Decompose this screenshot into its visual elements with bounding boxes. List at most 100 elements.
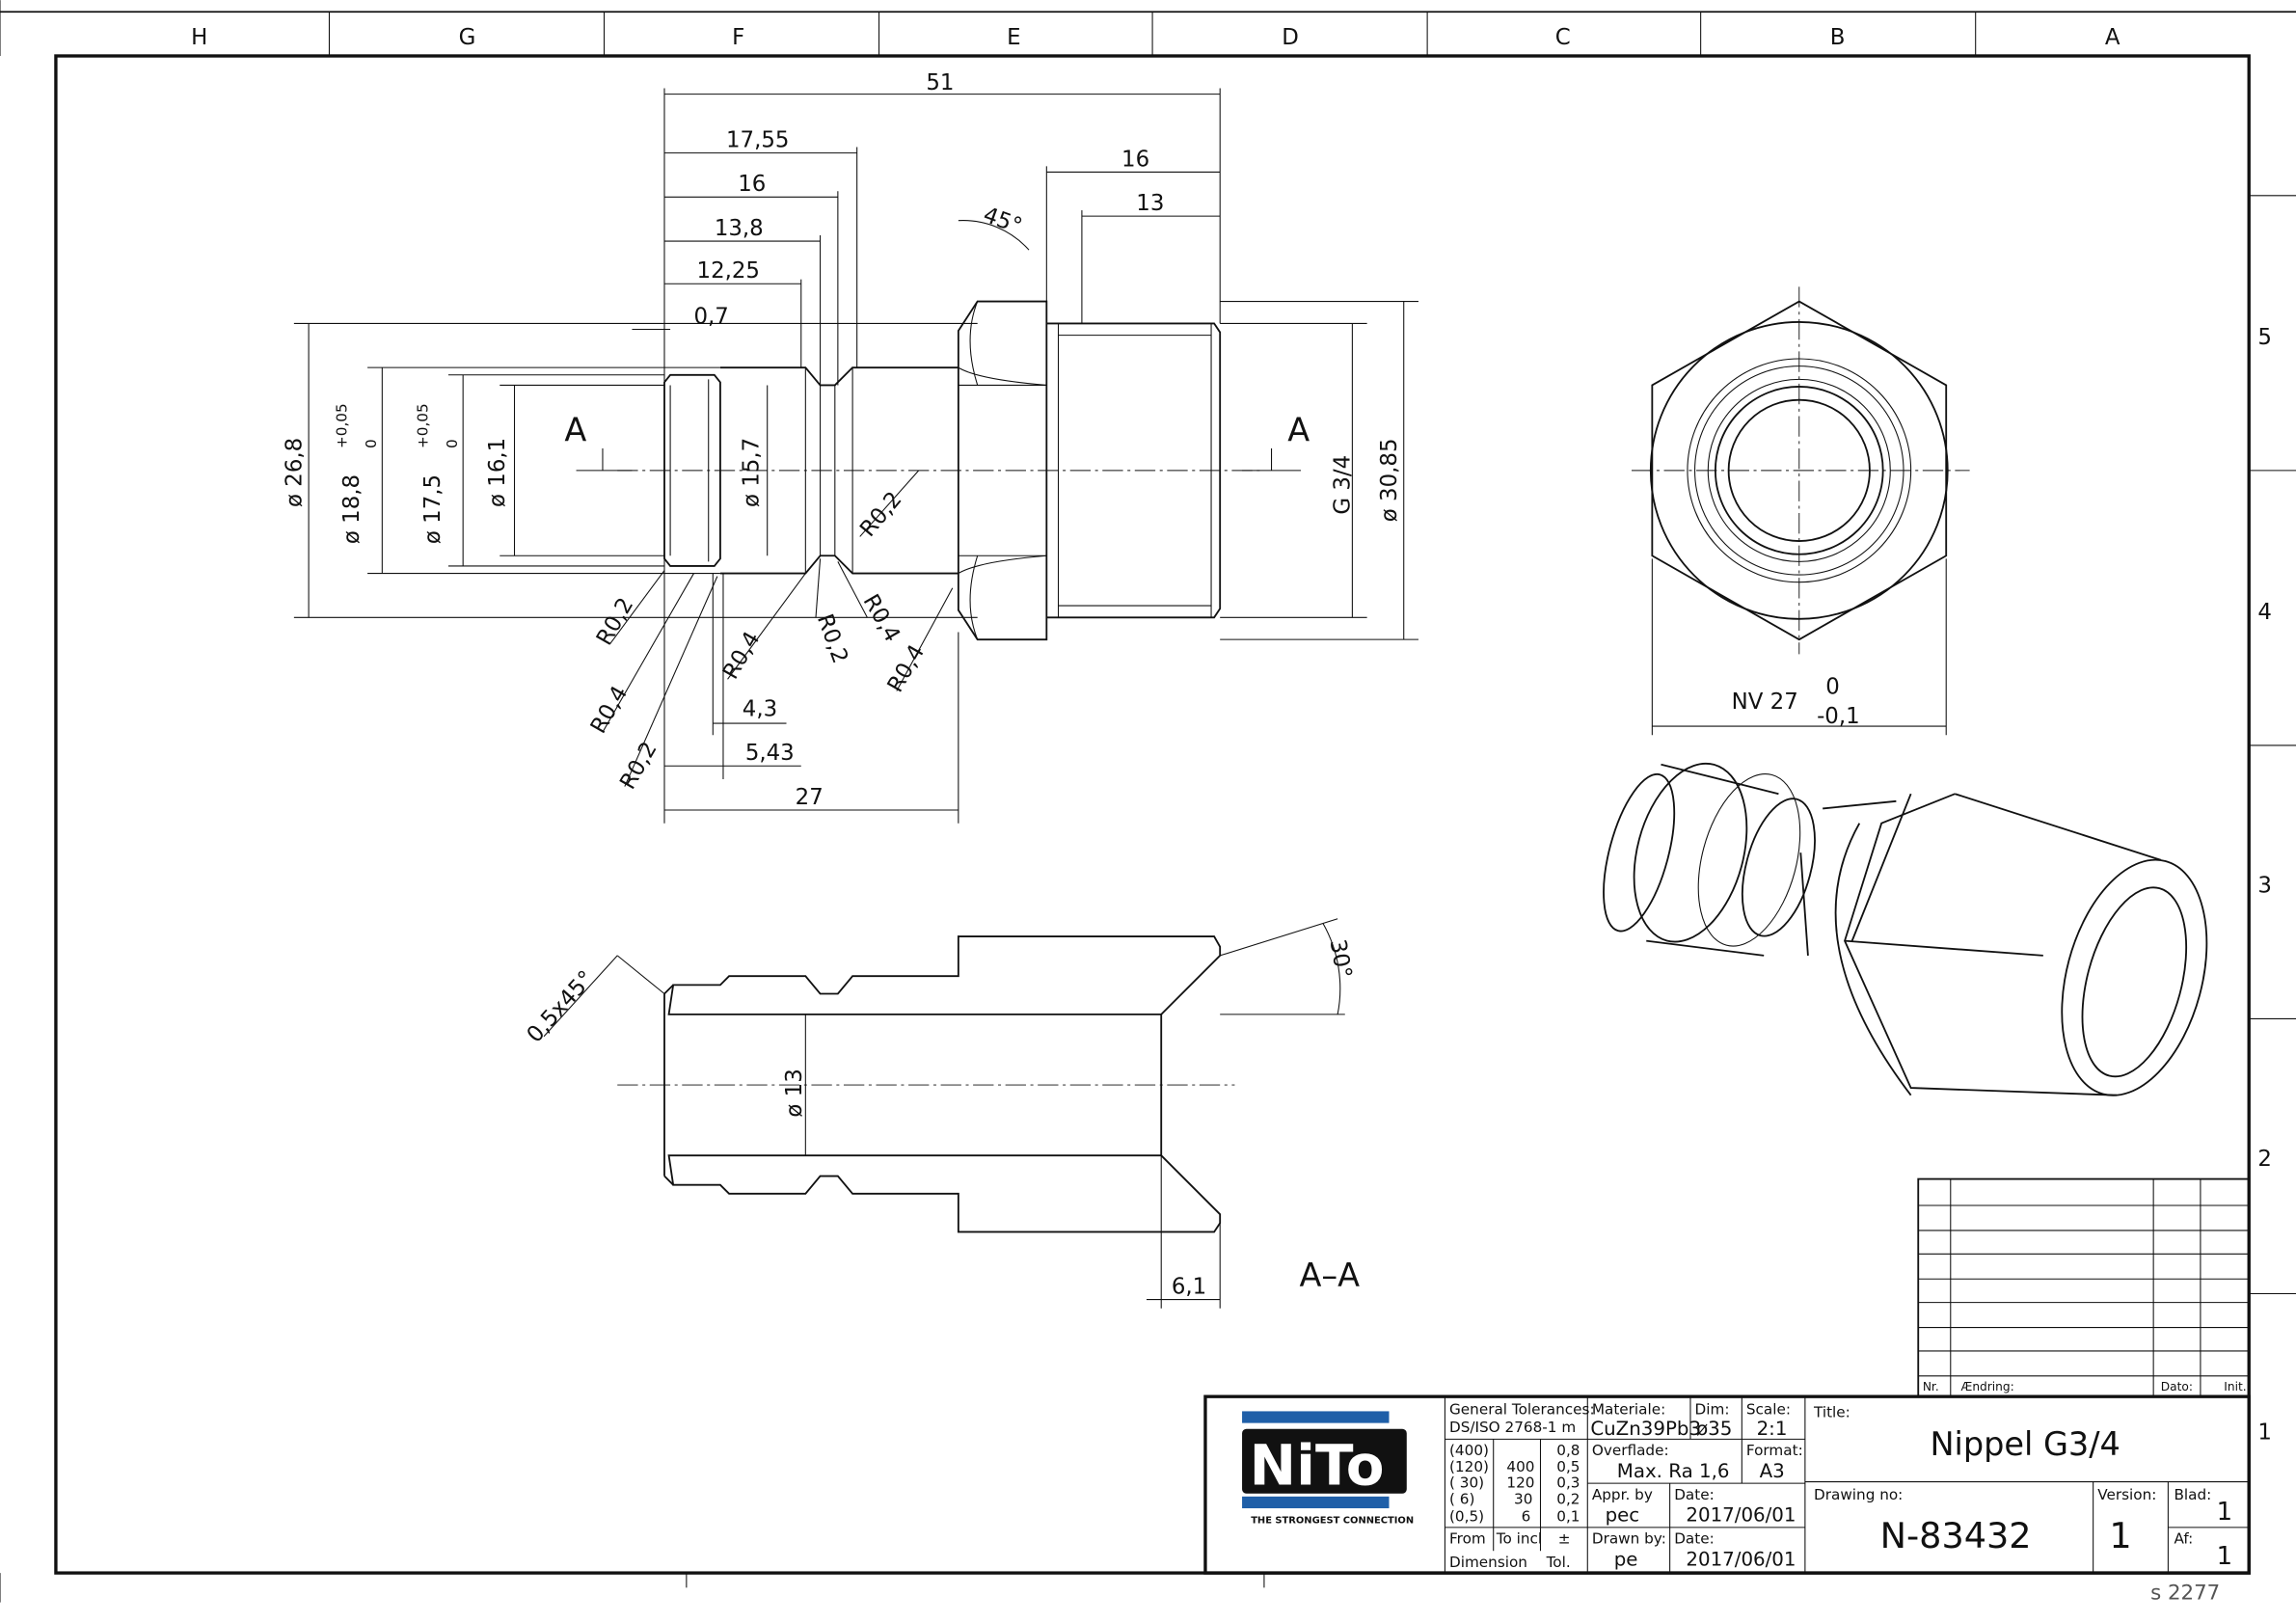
dim-radius-5: R0,2 bbox=[812, 610, 852, 666]
drawn-by-value: pe bbox=[1614, 1548, 1638, 1570]
dim-4-3: 4,3 bbox=[743, 696, 777, 721]
material-label: Materiale: bbox=[1592, 1400, 1665, 1418]
dim-16: 16 bbox=[738, 172, 766, 197]
scale-label: Scale: bbox=[1746, 1400, 1791, 1418]
rev-header-init: Init. bbox=[2224, 1380, 2246, 1393]
zone-row-4: 4 bbox=[2257, 600, 2272, 625]
zone-row-3: 3 bbox=[2257, 873, 2272, 898]
dim-dia-26-8: ø 26,8 bbox=[282, 438, 307, 507]
dim-across-flats-tol-lower: -0,1 bbox=[1817, 704, 1860, 729]
section-title: A–A bbox=[1300, 1257, 1361, 1294]
section-view: ø 13 0,5x45° 30° 6,1 A–A bbox=[523, 918, 1361, 1309]
dim-across-flats-tol-upper: 0 bbox=[1825, 675, 1840, 700]
drawn-date-value: 2017/06/01 bbox=[1686, 1548, 1796, 1570]
to-incl-label: To incl bbox=[1496, 1530, 1542, 1548]
dim-radius-6: R0,4 bbox=[858, 590, 905, 646]
dim-angle-30: 30° bbox=[1325, 937, 1357, 980]
tol-value-2: 0,5 bbox=[1556, 1458, 1580, 1475]
dim-5-43: 5,43 bbox=[745, 741, 795, 766]
end-view: NV 27 0 -0,1 bbox=[1632, 286, 1970, 736]
plus-minus-label: ± bbox=[1558, 1530, 1571, 1548]
tol-to-5: 6 bbox=[1522, 1508, 1531, 1526]
rev-header-date: Dato: bbox=[2161, 1380, 2193, 1393]
format-label: Format: bbox=[1746, 1442, 1803, 1459]
dim-chamfer-45: 45° bbox=[980, 203, 1025, 239]
zone-col-H: H bbox=[191, 25, 207, 50]
tol-value-4: 0,2 bbox=[1556, 1490, 1580, 1507]
logo-tagline: THE STRONGEST CONNECTION bbox=[1251, 1515, 1414, 1526]
tol-value-1: 0,8 bbox=[1556, 1442, 1580, 1459]
section-marker-left: A bbox=[564, 411, 586, 448]
zone-col-B: B bbox=[1830, 25, 1846, 50]
dim-dia-18-8-tol-lower: 0 bbox=[363, 439, 380, 448]
tol-value-3: 0,3 bbox=[1556, 1474, 1580, 1492]
tol-from-1: (400) bbox=[1449, 1442, 1489, 1459]
dim-thread-length-2: 13 bbox=[1136, 191, 1164, 216]
dim-13-8: 13,8 bbox=[715, 216, 764, 241]
zone-row-2: 2 bbox=[2257, 1147, 2272, 1172]
dim-label: Dim: bbox=[1695, 1400, 1730, 1418]
dim-across-flats: NV 27 bbox=[1732, 690, 1798, 715]
format-value: A3 bbox=[1760, 1460, 1785, 1482]
revision-table: Nr. Ændring: Dato: Init. bbox=[1917, 1177, 2251, 1398]
from-label: From bbox=[1449, 1530, 1486, 1548]
rev-header-nr: Nr. bbox=[1923, 1380, 1939, 1393]
dim-overall-length: 51 bbox=[926, 70, 954, 95]
tol-from-2: (120) bbox=[1449, 1458, 1489, 1475]
footer-code: s 2277 bbox=[2150, 1582, 2220, 1606]
dim-0-7: 0,7 bbox=[693, 304, 728, 329]
tol-to-4: 30 bbox=[1514, 1490, 1532, 1507]
approved-date-label: Date: bbox=[1674, 1486, 1715, 1503]
general-tolerances-label: General Tolerances: bbox=[1449, 1400, 1595, 1418]
dim-dia-15-7: ø 15,7 bbox=[740, 438, 765, 507]
dim-dia-16-1: ø 16,1 bbox=[485, 438, 510, 507]
section-marker-right: A bbox=[1287, 411, 1310, 448]
side-view: 51 17,55 16 13,8 12,25 0,7 16 13 45° ø 2… bbox=[282, 70, 1418, 824]
drawn-date-label: Date: bbox=[1674, 1530, 1715, 1548]
scale-value: 2:1 bbox=[1757, 1418, 1788, 1440]
dim-thread-length: 16 bbox=[1121, 147, 1149, 172]
surface-value: Max. Ra 1,6 bbox=[1617, 1460, 1730, 1482]
dim-dia-30-85: ø 30,85 bbox=[1377, 439, 1402, 523]
zone-col-F: F bbox=[732, 25, 744, 50]
tol-to-3: 120 bbox=[1506, 1474, 1534, 1492]
dim-radius-4: R0,4 bbox=[718, 628, 766, 684]
dim-27: 27 bbox=[796, 785, 824, 810]
zone-col-G: G bbox=[459, 25, 476, 50]
approved-by-value: pec bbox=[1606, 1504, 1640, 1527]
material-value: CuZn39Pb3 bbox=[1590, 1418, 1701, 1440]
drawn-by-label: Drawn by: bbox=[1592, 1530, 1666, 1548]
approved-by-label: Appr. by bbox=[1592, 1486, 1653, 1503]
dim-dia-18-8: ø 18,8 bbox=[339, 474, 365, 544]
dim-radius-1: R0,2 bbox=[592, 594, 639, 650]
drawing-frame bbox=[54, 54, 2251, 1575]
drawing-number: N-83432 bbox=[1880, 1515, 2032, 1556]
rev-header-change: Ændring: bbox=[1960, 1380, 2013, 1393]
dim-dia-17-5: ø 17,5 bbox=[420, 474, 446, 544]
zone-col-D: D bbox=[1282, 25, 1299, 50]
tol-label: Tol. bbox=[1546, 1554, 1571, 1571]
dim-depth-6-1: 6,1 bbox=[1172, 1274, 1206, 1299]
dim-dia-17-5-tol-upper: +0,05 bbox=[415, 403, 432, 448]
dim-radius-7: R0,4 bbox=[883, 640, 931, 696]
zone-col-E: E bbox=[1007, 25, 1020, 50]
of-value: 1 bbox=[2217, 1542, 2232, 1571]
general-tolerances-standard: DS/ISO 2768-1 m bbox=[1449, 1419, 1576, 1436]
version-value: 1 bbox=[2109, 1515, 2131, 1556]
dim-bore-dia: ø 13 bbox=[782, 1068, 807, 1117]
dim-thread-g34: G 3/4 bbox=[1330, 455, 1355, 515]
drawing-title: Nippel G3/4 bbox=[1930, 1425, 2120, 1463]
approved-date-value: 2017/06/01 bbox=[1686, 1504, 1796, 1527]
zone-row-1: 1 bbox=[2257, 1420, 2272, 1445]
dim-chamfer-0-5x45: 0,5x45° bbox=[523, 966, 600, 1048]
zone-row-5: 5 bbox=[2257, 325, 2272, 350]
tol-from-5: (0,5) bbox=[1449, 1508, 1484, 1526]
dim-dia-18-8-tol-upper: +0,05 bbox=[334, 403, 351, 448]
dimension-label: Dimension bbox=[1449, 1554, 1527, 1571]
tol-from-3: ( 30) bbox=[1449, 1474, 1484, 1492]
isometric-view bbox=[1603, 762, 2208, 1096]
dim-radius-3: R0,2 bbox=[615, 738, 662, 794]
sheet-label: Blad: bbox=[2174, 1486, 2211, 1503]
